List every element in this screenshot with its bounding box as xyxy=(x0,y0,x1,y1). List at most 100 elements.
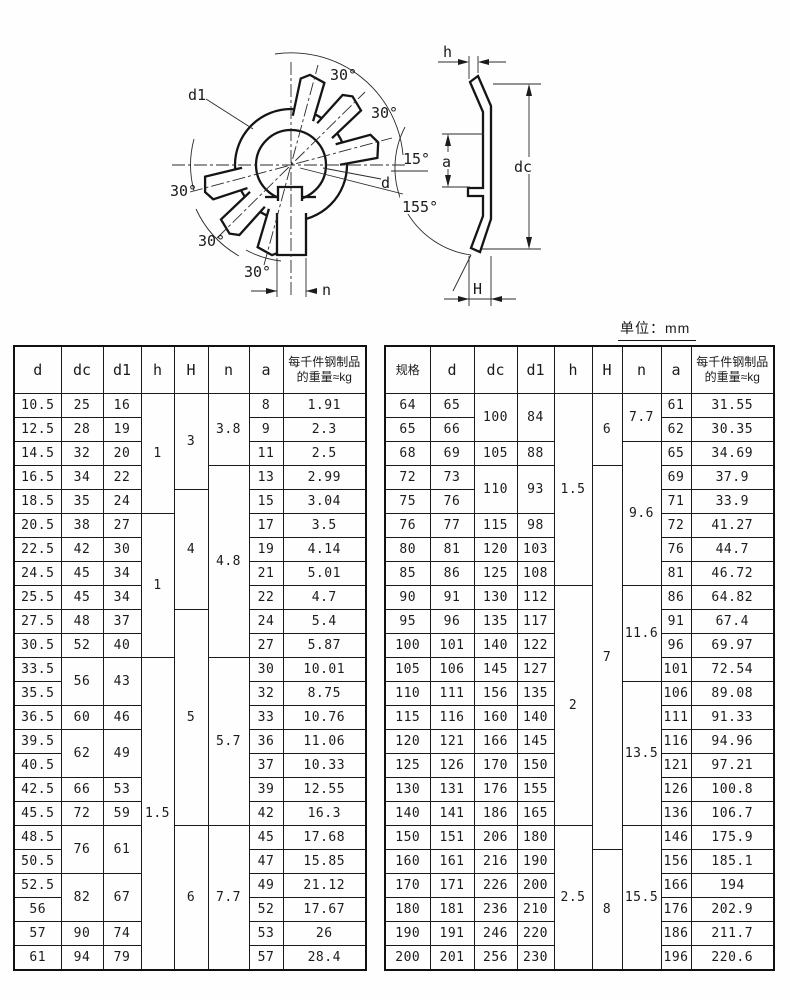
table-cell: 34 xyxy=(102,585,142,610)
table-cell: 73 xyxy=(429,465,475,490)
angle-30-top-label: 30° xyxy=(330,66,357,84)
table-cell: 37 xyxy=(248,753,284,778)
table-cell: 77 xyxy=(429,513,475,538)
table-cell: 53 xyxy=(248,921,284,946)
table-cell: 190 xyxy=(384,921,431,946)
table-cell: 216 xyxy=(473,849,518,874)
table-cell: 100 xyxy=(473,393,518,442)
table-cell: 19 xyxy=(248,537,284,562)
table-cell: 171 xyxy=(429,873,475,898)
table-cell: 5.7 xyxy=(207,657,250,826)
table-cell: 145 xyxy=(516,729,555,754)
table-cell: 126 xyxy=(429,753,475,778)
table-cell: 185.1 xyxy=(690,849,775,874)
table-cell: 127 xyxy=(516,657,555,682)
table-cell: 121 xyxy=(429,729,475,754)
table-cell: 61 xyxy=(660,393,692,418)
table-cell: 140 xyxy=(384,801,431,826)
table-cell: 125 xyxy=(384,753,431,778)
table-cell: 45 xyxy=(60,561,104,586)
table-cell: 33 xyxy=(248,705,284,730)
table-cell: 53 xyxy=(102,777,142,802)
table-cell: 19 xyxy=(102,417,142,442)
column-header: d xyxy=(429,345,475,394)
table-cell: 17.67 xyxy=(282,897,367,922)
table-cell: 1 xyxy=(140,513,175,658)
table-cell: 24 xyxy=(102,489,142,514)
table-cell: 150 xyxy=(384,825,431,850)
h-label: h xyxy=(443,43,452,61)
table-cell: 65 xyxy=(429,393,475,418)
table-cell: 74 xyxy=(102,921,142,946)
angle-155-label: 155° xyxy=(402,198,438,216)
table-cell: 3.5 xyxy=(282,513,367,538)
table-cell: 34 xyxy=(102,561,142,586)
table-cell: 8.75 xyxy=(282,681,367,706)
side-view: h a dc 155° H xyxy=(394,43,541,306)
table-cell: 4.7 xyxy=(282,585,367,610)
table-cell: 150 xyxy=(516,753,555,778)
table-cell: 130 xyxy=(384,777,431,802)
table-cell: 116 xyxy=(429,705,475,730)
table-cell: 180 xyxy=(384,897,431,922)
table-cell: 86 xyxy=(660,585,692,610)
table-cell: 79 xyxy=(102,945,142,971)
table-cell: 76 xyxy=(429,489,475,514)
table-cell: 181 xyxy=(429,897,475,922)
table-cell: 16.5 xyxy=(13,465,62,490)
table-cell: 3.04 xyxy=(282,489,367,514)
table-cell: 2 xyxy=(553,585,593,826)
table-cell: 2.99 xyxy=(282,465,367,490)
angle-30-bottom-label: 30° xyxy=(244,263,271,281)
table-cell: 94 xyxy=(60,945,104,971)
table-cell: 7.7 xyxy=(621,393,662,442)
column-header: d xyxy=(13,345,62,394)
table-cell: 145 xyxy=(473,657,518,682)
H-dimension xyxy=(444,256,516,306)
table-cell: 50.5 xyxy=(13,849,62,874)
table-cell: 67 xyxy=(102,873,142,922)
table-cell: 1 xyxy=(140,393,175,514)
table-cell: 180 xyxy=(516,825,555,850)
d-leader xyxy=(322,167,382,180)
table-cell: 96 xyxy=(660,633,692,658)
column-header: a xyxy=(248,345,284,394)
table-cell: 90 xyxy=(384,585,431,610)
table-cell: 256 xyxy=(473,945,518,971)
table-cell: 2.5 xyxy=(282,441,367,466)
table-cell: 111 xyxy=(429,681,475,706)
column-header: 规格 xyxy=(384,345,431,394)
table-cell: 38 xyxy=(60,513,104,538)
table-cell: 6 xyxy=(591,393,623,466)
table-cell: 10.5 xyxy=(13,393,62,418)
d-label: d xyxy=(381,174,390,192)
table-cell: 105 xyxy=(384,657,431,682)
table-cell: 155 xyxy=(516,777,555,802)
table-cell: 7.7 xyxy=(207,825,250,971)
table-cell: 84 xyxy=(516,393,555,442)
H-label: H xyxy=(473,280,482,298)
front-view: 30° 30° 15° d d1 30° 30° 30° n xyxy=(170,52,430,299)
a-label: a xyxy=(442,153,451,171)
table-cell: 69 xyxy=(660,465,692,490)
table-cell: 176 xyxy=(660,897,692,922)
table-cell: 72 xyxy=(60,801,104,826)
column-header: h xyxy=(140,345,175,394)
table-cell: 80 xyxy=(384,537,431,562)
table-cell: 81 xyxy=(429,537,475,562)
column-header: d1 xyxy=(102,345,142,394)
h-dimension xyxy=(438,56,506,79)
table-cell: 36.5 xyxy=(13,705,62,730)
